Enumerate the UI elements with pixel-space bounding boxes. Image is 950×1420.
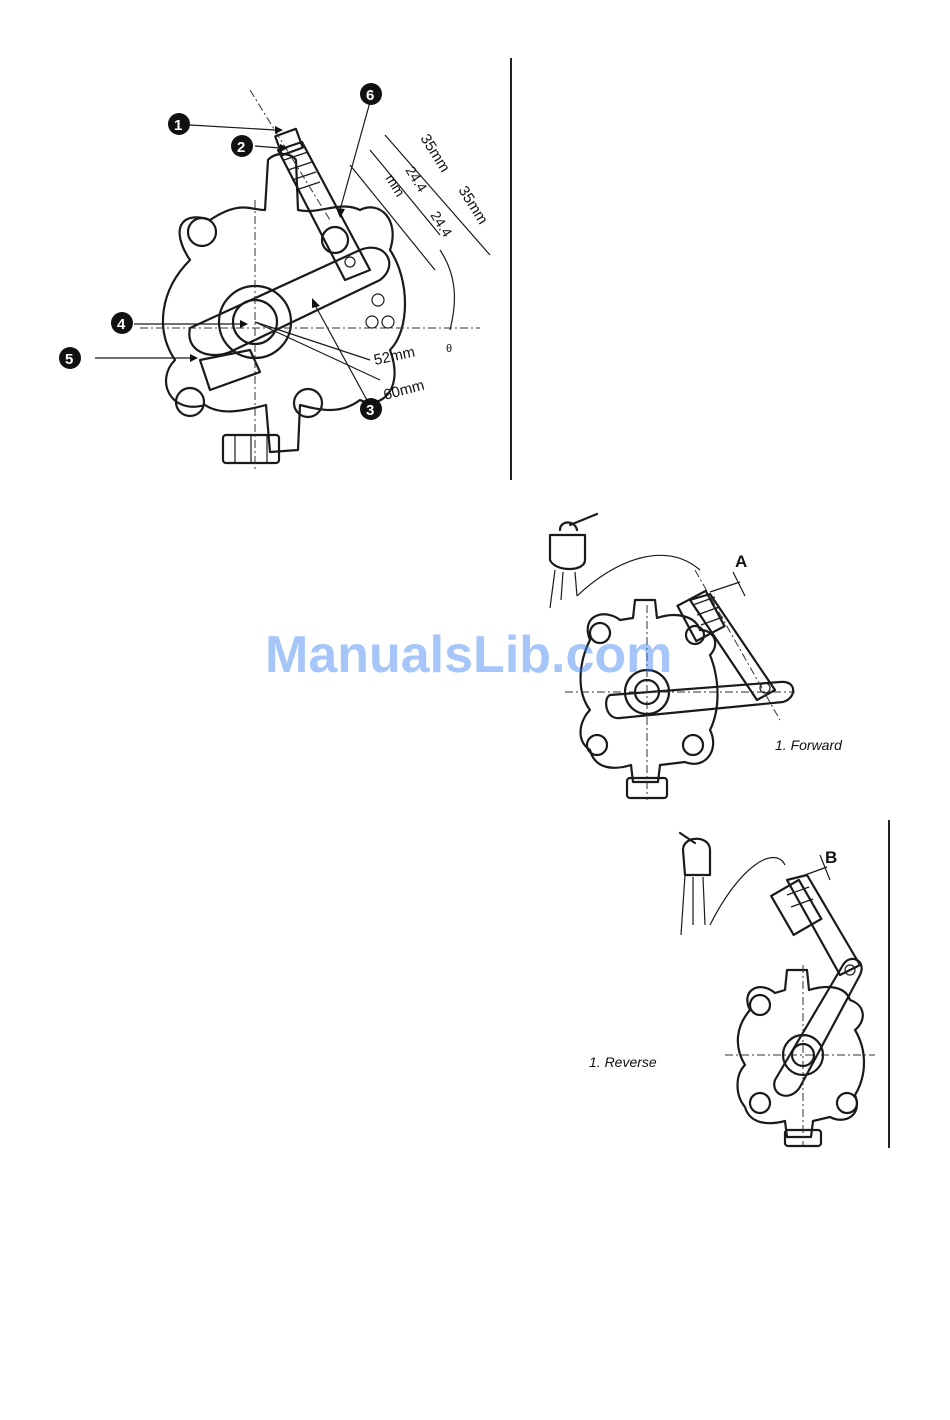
angle-theta-label: θ bbox=[446, 343, 452, 355]
forward-dimension-letter-a: A bbox=[735, 552, 747, 571]
reverse-caption: 1. Reverse bbox=[589, 1054, 657, 1070]
callout-4-text: 4 bbox=[117, 316, 126, 333]
callout-5-text: 5 bbox=[65, 351, 73, 368]
divider-line-bottom bbox=[888, 820, 890, 1148]
callout-3-text: 3 bbox=[366, 402, 374, 419]
reverse-dimension-letter-b: B bbox=[825, 848, 837, 867]
figure-reverse-position: B 1. Reverse bbox=[575, 825, 887, 1150]
dimension-mm-unit: mm bbox=[382, 171, 408, 199]
figure-gear-lever-dimensions: 1 2 3 4 5 6 35mm 35mm 24.4 mm 24.4 52mm … bbox=[40, 60, 510, 480]
watermark: ManualsLib.com bbox=[265, 625, 672, 685]
callout-6-text: 6 bbox=[366, 87, 374, 104]
dimension-60mm: 60mm bbox=[382, 377, 427, 404]
callout-2-text: 2 bbox=[237, 139, 245, 156]
divider-line-top bbox=[510, 58, 512, 480]
callout-1-text: 1 bbox=[174, 117, 182, 134]
dimension-35mm-upper: 35mm bbox=[417, 131, 454, 175]
forward-caption: 1. Forward bbox=[775, 737, 843, 753]
